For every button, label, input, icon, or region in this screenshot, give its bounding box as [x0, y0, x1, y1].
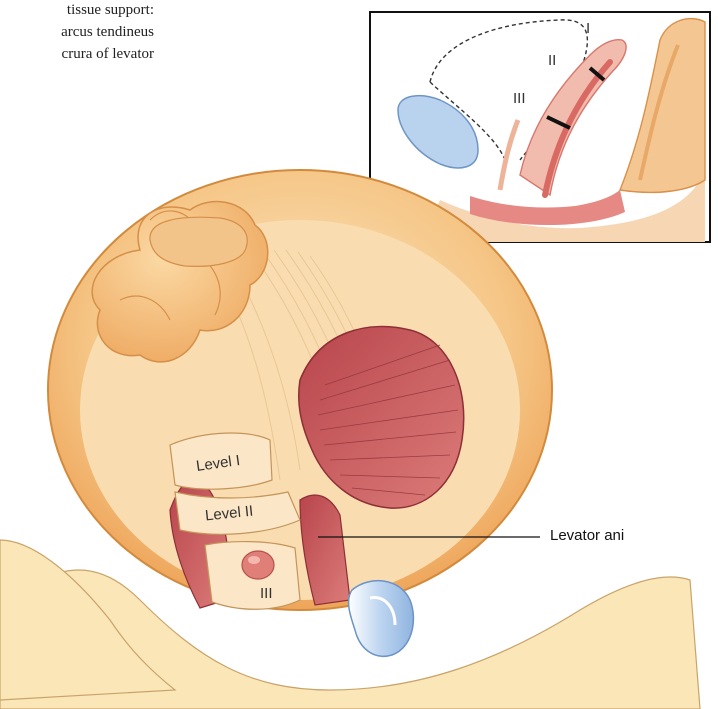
- inset-label-level-2: II: [548, 52, 556, 69]
- main-pelvis: [0, 170, 700, 709]
- levator-ani-label: Levator ani: [550, 527, 624, 544]
- label-level-3: III: [260, 585, 273, 602]
- orifice-highlight: [248, 556, 260, 564]
- vaginal-orifice: [242, 551, 274, 579]
- inset-label-level-1: I: [586, 20, 590, 37]
- ring-pessary: [349, 581, 414, 657]
- inset-label-level-3: III: [513, 90, 526, 107]
- bowel-top: [150, 217, 247, 266]
